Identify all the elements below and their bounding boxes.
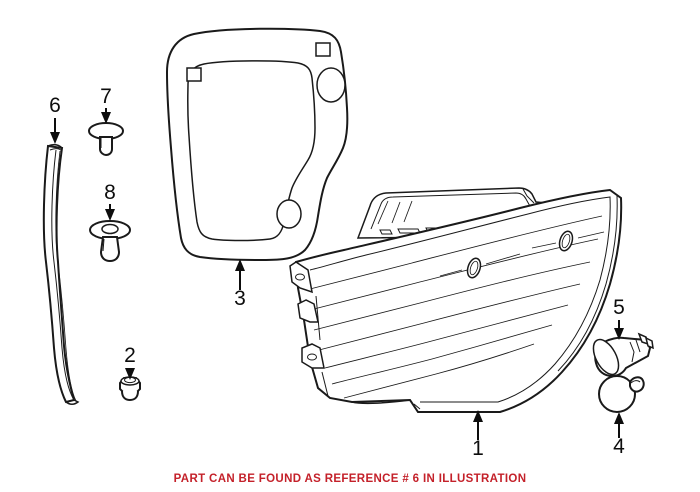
- callout-1: 1: [472, 410, 484, 460]
- callout-8: 8: [104, 181, 116, 221]
- part-push-clip: [88, 122, 124, 157]
- part-tail-light-lens: [289, 187, 623, 413]
- callout-label-3: 3: [234, 287, 246, 310]
- callout-label-8: 8: [104, 181, 116, 204]
- part-weatherstrip-seal: [42, 143, 80, 405]
- part-hex-nut: [119, 376, 141, 402]
- part-bulb: [598, 375, 645, 413]
- callout-label-2: 2: [124, 344, 136, 367]
- callout-label-5: 5: [613, 296, 625, 319]
- callout-2: 2: [124, 344, 136, 380]
- part-grommet-rivet-clip: [89, 220, 131, 263]
- callout-5: 5: [613, 296, 625, 340]
- callout-6: 6: [49, 94, 61, 144]
- reference-caption: PART CAN BE FOUND AS REFERENCE # 6 IN IL…: [173, 473, 527, 485]
- part-gasket-seal: [165, 27, 349, 262]
- callout-7: 7: [100, 85, 112, 124]
- part-bulb-socket: [592, 332, 654, 378]
- callout-label-1: 1: [472, 437, 484, 460]
- callout-label-4: 4: [613, 435, 625, 458]
- callout-4: 4: [613, 412, 625, 458]
- callout-label-6: 6: [49, 94, 61, 117]
- callout-3: 3: [234, 259, 246, 310]
- callout-label-7: 7: [100, 85, 112, 108]
